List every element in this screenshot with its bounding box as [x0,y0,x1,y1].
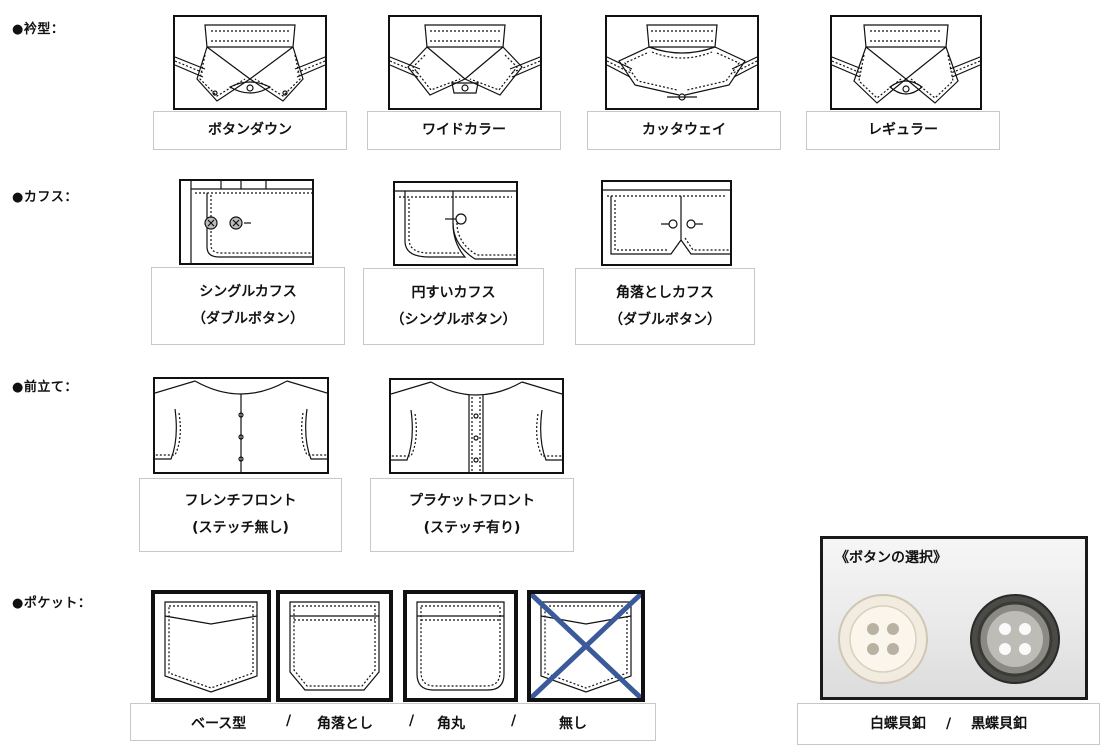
placket-french-label: フレンチフロント (ステッチ無し) [139,478,342,552]
pocket-label-base: ベース型 [191,716,247,732]
collar-buttondown-label: ボタンダウン [153,111,347,150]
cuff-single-text-1: シングルカフス [199,284,297,300]
pocket-labels-row: ベース型 / 角落とし / 角丸 / 無し [130,703,656,741]
collar-regular-label: レギュラー [806,111,1000,150]
caption-white-shell: 白蝶貝釦 [869,715,926,732]
collar-regular-illustration [830,15,982,110]
cuff-single-text-2: （ダブルボタン） [192,311,304,327]
white-shell-button [838,594,928,684]
cuff-single-label: シングルカフス （ダブルボタン） [151,267,345,345]
section-placket-heading: ●前立て： [12,380,78,395]
collar-cutaway-text: カッタウェイ [642,122,726,138]
pocket-label-mitered: 角落とし [317,716,373,732]
cuff-single-illustration [179,179,314,265]
pocket-separator-1: / [286,713,292,729]
collar-wide-illustration [388,15,542,110]
button-choice-title: 《ボタンの選択》 [835,550,947,566]
button-choice-caption: 白蝶貝釦 / 黒蝶貝釦 [797,703,1100,745]
placket-french-illustration [153,377,329,474]
caption-black-shell: 黒蝶貝釦 [971,715,1028,732]
pocket-separator-2: / [409,713,415,729]
pocket-separator-3: / [511,713,517,729]
section-pocket-heading: ●ポケット： [12,596,92,611]
cuff-rounded-text-1: 円すいカフス [411,284,496,301]
collar-cutaway-label: カッタウェイ [587,111,781,150]
collar-wide-label: ワイドカラー [367,111,561,150]
pocket-label-rounded: 角丸 [437,716,465,732]
button-choice-photo: 《ボタンの選択》 [820,536,1088,700]
cuff-mitered-label: 角落としカフス （ダブルボタン） [575,268,755,345]
pocket-none-illustration [527,590,645,702]
cuff-mitered-illustration [601,180,732,266]
collar-buttondown-text: ボタンダウン [208,122,292,138]
cuff-rounded-text-2: （シングルボタン） [390,311,517,328]
collar-regular-text: レギュラー [868,122,938,138]
cross-line-b [531,594,641,698]
pocket-rounded-illustration [403,590,518,702]
collar-wide-text: ワイドカラー [422,122,506,138]
placket-front-label: プラケットフロント (ステッチ有り) [370,478,574,552]
cuff-mitered-text-2: （ダブルボタン） [609,311,721,328]
collar-cutaway-illustration [605,15,759,110]
caption-separator: / [945,715,952,732]
cuff-rounded-label: 円すいカフス （シングルボタン） [363,268,544,345]
placket-front-text-1: プラケットフロント [409,493,535,509]
collar-buttondown-illustration [173,15,327,110]
section-cuffs-heading: ●カフス： [12,190,78,205]
placket-french-text-2: (ステッチ無し) [192,520,289,536]
placket-front-text-2: (ステッチ有り) [423,520,521,536]
cuff-rounded-illustration [393,181,518,266]
black-shell-button [970,594,1060,684]
section-collar-heading: ●衿型： [12,22,65,37]
cuff-mitered-text-1: 角落としカフス [616,284,714,301]
pocket-mitered-illustration [276,590,393,702]
button-photos [838,594,1060,684]
pocket-base-illustration [151,590,271,702]
pocket-label-none: 無し [559,716,587,732]
placket-front-illustration [389,378,564,474]
placket-french-text-1: フレンチフロント [184,493,297,509]
